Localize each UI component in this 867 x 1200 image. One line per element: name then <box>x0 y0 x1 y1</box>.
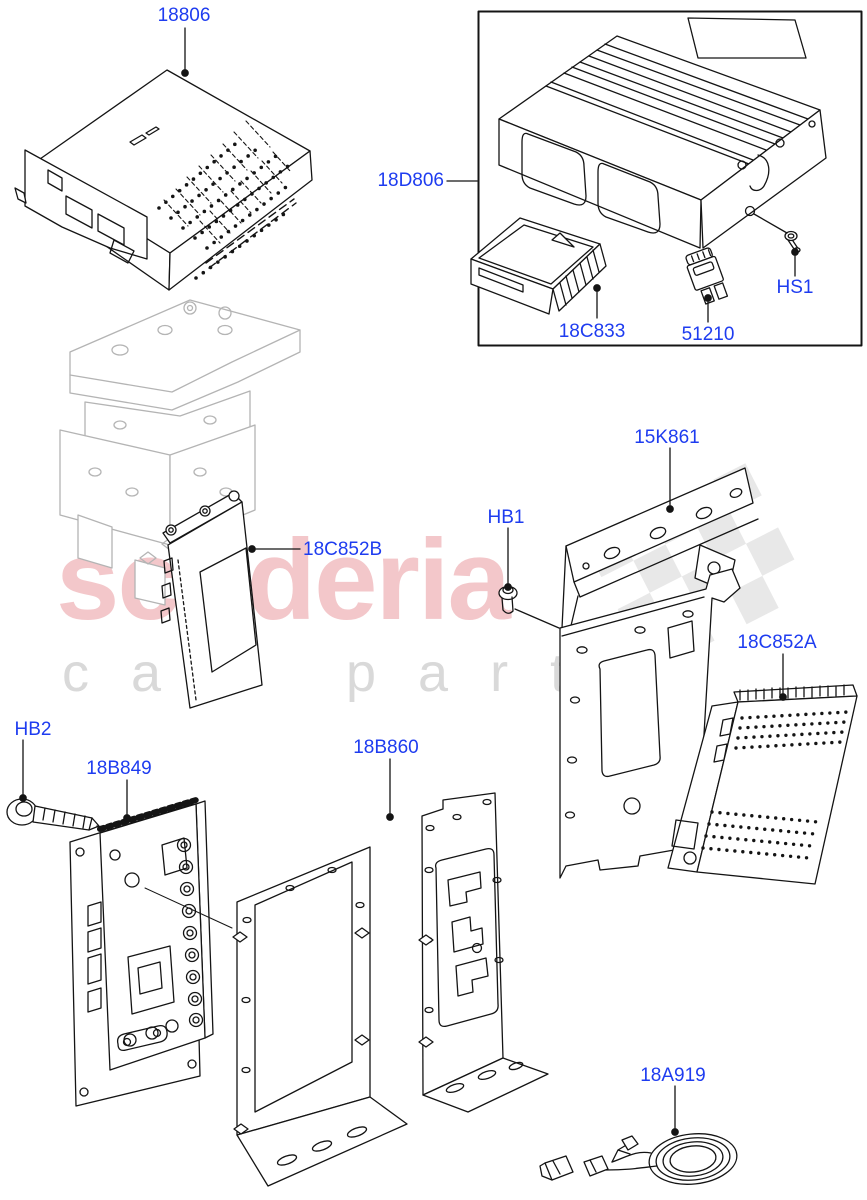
part-label-18d806[interactable]: 18D806 <box>377 170 444 191</box>
part-label-18a919[interactable]: 18A919 <box>640 1065 706 1086</box>
cd-changer-kit-box <box>477 10 863 347</box>
part-label-hb1[interactable]: HB1 <box>487 507 525 528</box>
part-label-18c852b[interactable]: 18C852B <box>303 539 383 560</box>
leader-lines <box>19 27 799 1136</box>
screw-hb2-drawing <box>6 798 151 844</box>
cd-magazine-drawing <box>470 217 607 315</box>
screw-hs1-drawing <box>753 213 801 253</box>
mounting-panels-18b860-drawing <box>232 792 549 1187</box>
module-18c852a-drawing <box>667 684 858 885</box>
screw-hb1-drawing <box>498 585 560 629</box>
module-18c852b-drawing <box>160 490 263 709</box>
amplifier-18b849-drawing <box>69 797 233 1107</box>
cd-changer-drawing <box>498 17 827 249</box>
part-label-15k861[interactable]: 15K861 <box>634 427 700 448</box>
watermark-brand: scuderia <box>56 517 511 644</box>
part-label-18806[interactable]: 18806 <box>157 5 211 26</box>
part-label-18b860[interactable]: 18B860 <box>353 737 419 758</box>
part-label-18c852a[interactable]: 18C852A <box>737 632 817 653</box>
part-label-hs1[interactable]: HS1 <box>776 277 814 298</box>
part-label-51210[interactable]: 51210 <box>681 324 735 345</box>
antenna-cable-drawing <box>539 1133 738 1185</box>
head-unit-drawing <box>14 69 313 291</box>
part-label-hb2[interactable]: HB2 <box>14 719 52 740</box>
part-label-18c833[interactable]: 18C833 <box>558 321 626 342</box>
watermark-subtitle: car parts <box>62 643 677 703</box>
part-label-18b849[interactable]: 18B849 <box>86 758 152 779</box>
